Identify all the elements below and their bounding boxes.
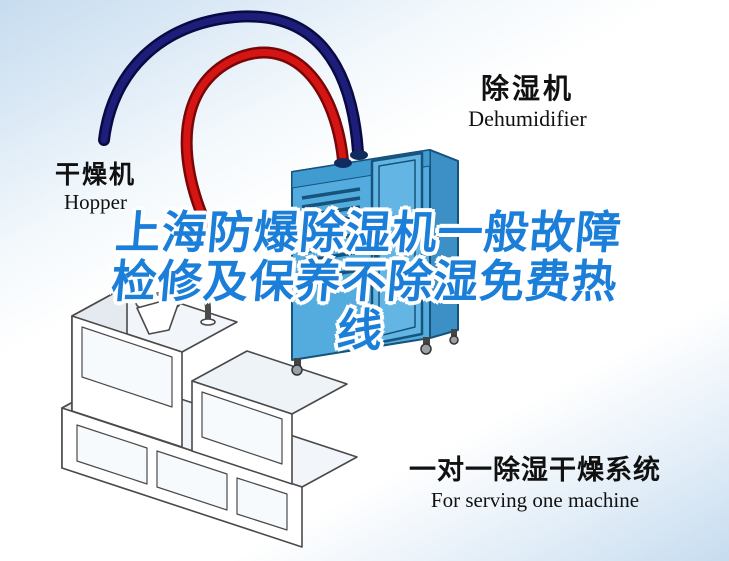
hopper-label-cn: 干燥机 [54,160,136,189]
headline: 上海防爆除湿机一般故障 检修及保养不除湿免费热 线 [0,206,729,357]
return-air-hose [100,12,362,156]
headline-line-1: 上海防爆除湿机一般故障 [113,206,625,259]
dehumidifier-label-cn: 除湿机 [480,72,574,105]
vent-grille [301,187,361,281]
machine-door-3 [236,477,288,531]
hopper-elbow-flange [200,318,216,326]
system-label-cn: 一对一除湿干燥系统 [409,455,661,486]
system-label-en: For serving one machine [430,488,640,512]
headline-line-3: 线 [334,304,386,357]
hopper-elbow-pipe [183,287,211,320]
casters [291,329,459,376]
machine-right-block-panel [201,391,283,465]
hopper-cylinder-top [131,274,185,294]
hopper-funnel [136,295,182,335]
dehumidifier-unit-drawing [291,149,459,376]
dehumidifier-label-en: Dehumidifier [468,106,587,131]
system-label: 一对一除湿干燥系统 For serving one machine [385,454,685,513]
dehumidifier-label: 除湿机 Dehumidifier [435,72,620,132]
door-handle [374,248,378,262]
dehumidifier-door-inner-frame [378,159,416,337]
dehumidifier-door [370,151,424,346]
hose-flange-return [350,150,368,160]
hose-flange-supply [334,158,352,168]
hoses [98,10,368,237]
supply-air-hose [183,49,347,235]
machine-door-2 [156,450,228,511]
machine-door-1 [76,424,148,485]
machine-left-block-panel [81,326,173,408]
headline-line-2: 检修及保养不除湿免费热 [109,255,620,308]
drying-hopper-machine-drawing [61,274,358,548]
